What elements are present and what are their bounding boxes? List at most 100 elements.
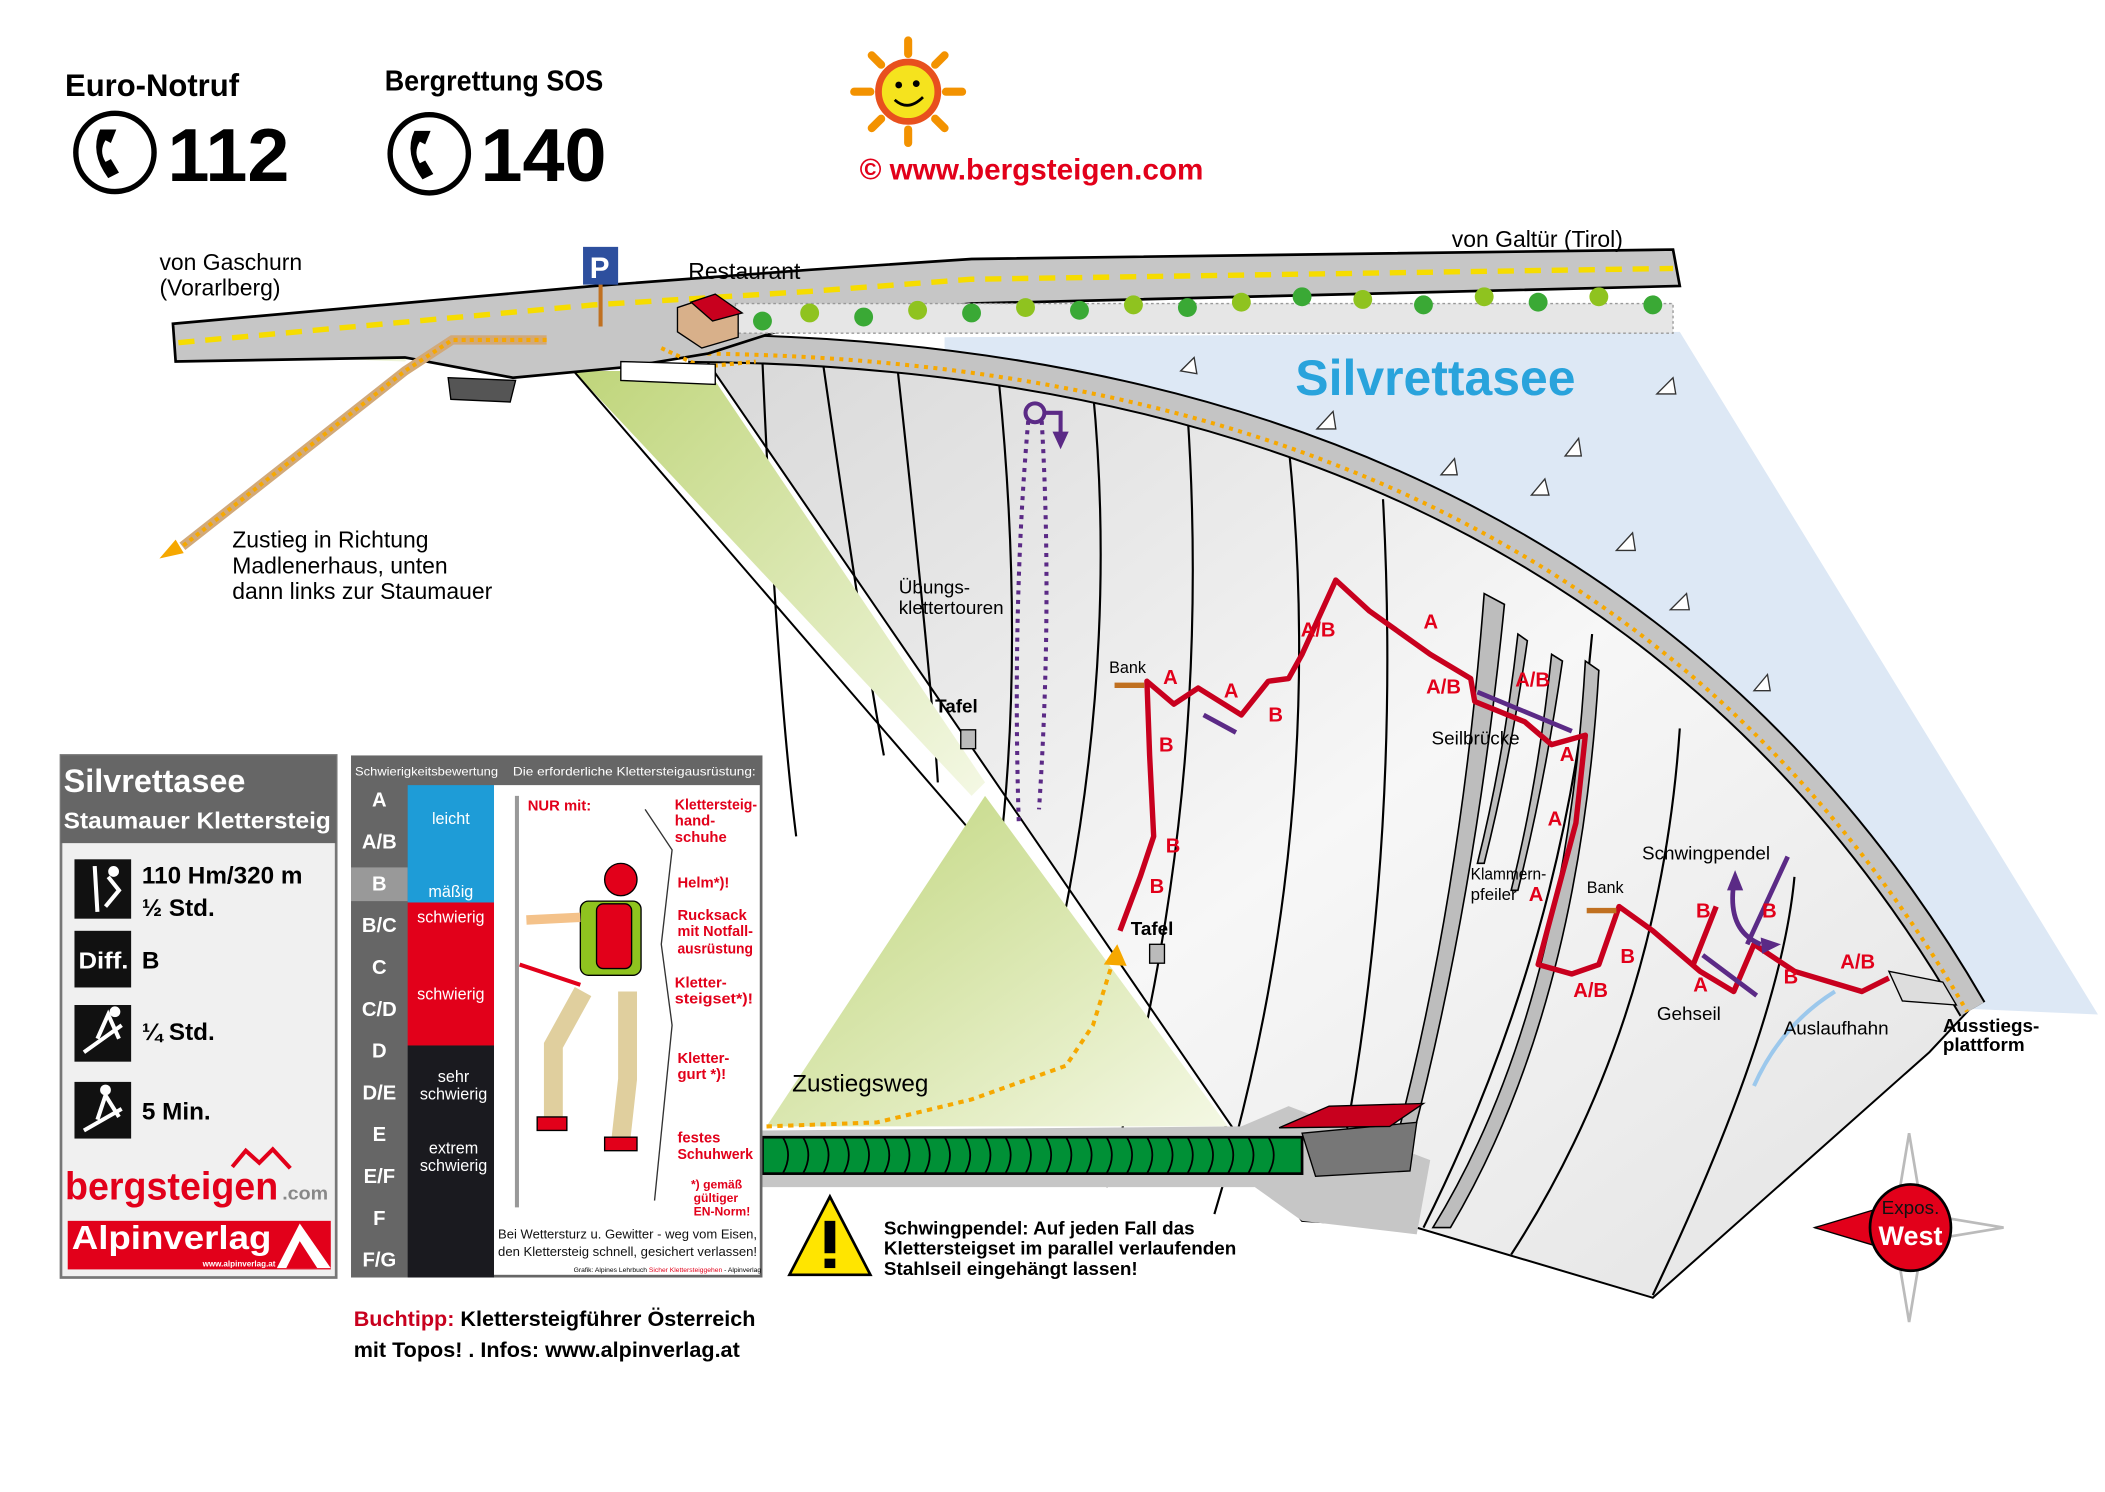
- gear-label: EN-Norm!: [694, 1204, 751, 1218]
- map-labels: von Gaschurn (Vorarlberg) von Galtür (Ti…: [159, 226, 1622, 1097]
- gear-label: Kletter-: [677, 1051, 729, 1067]
- difficulty-icon: [74, 930, 132, 988]
- arrow-icon: [159, 539, 184, 559]
- gear-label: schuhe: [675, 830, 727, 846]
- kiosk-building: [447, 377, 517, 403]
- water-outlet: [1752, 989, 1836, 1087]
- approach-note: Madlenerhaus, unten: [232, 552, 447, 578]
- svg-text:P: P: [590, 252, 610, 285]
- height-length: 110 Hm/320 m: [142, 863, 303, 890]
- panel-title: Silvrettasee: [64, 763, 246, 799]
- bank-label: Bank: [1109, 659, 1147, 677]
- tafel-label: Tafel: [1131, 919, 1174, 940]
- rescue-emergency: Bergrettung SOS 140: [385, 65, 607, 197]
- grade-label: A: [1163, 667, 1178, 689]
- grade: C/D: [362, 999, 397, 1021]
- clamp-pillars: [1372, 592, 1600, 1229]
- grade: E/F: [364, 1166, 395, 1188]
- anchor-icon: [1023, 401, 1047, 425]
- grade-label: B: [1620, 946, 1635, 968]
- parking-sign: P: [583, 246, 619, 327]
- grading-panel: Schwierigkeitsbewertung Die erforderlich…: [351, 755, 763, 1278]
- gear-label: Klettersteig-: [675, 797, 757, 813]
- grade-label: A: [1548, 809, 1563, 831]
- grade-label: A: [1529, 884, 1544, 906]
- credit-line: Grafik: Alpines Lehrbuch Sicher Kletters…: [574, 1267, 762, 1274]
- gear-label: gurt *)!: [677, 1067, 726, 1083]
- sun-logo-icon: [850, 36, 967, 148]
- info-panel: Silvrettasee Staumauer Klettersteig 110 …: [59, 754, 338, 1279]
- gear-label: Kletter-: [675, 975, 727, 991]
- level-labels: leicht mäßig schwierig schwierig sehr sc…: [417, 810, 487, 1175]
- route-grades: A A B B A/B A A/B A/B A A B B A B A/B B …: [1150, 612, 1876, 1002]
- from-west-region: (Vorarlberg): [159, 274, 280, 300]
- restaurant-building: [676, 293, 744, 349]
- gear-label: gültiger: [694, 1191, 739, 1205]
- slope-upper: [573, 370, 986, 796]
- grade: F/G: [362, 1250, 396, 1272]
- level: schwierig: [420, 1157, 487, 1175]
- grade: D/E: [362, 1082, 396, 1104]
- phone-icon: [73, 110, 157, 195]
- exit-platform: [1887, 970, 1958, 1006]
- from-east-label: von Galtür (Tirol): [1452, 226, 1623, 252]
- from-west-label: von Gaschurn: [159, 249, 302, 275]
- storm-note: den Klettersteig schnell, gesichert verl…: [498, 1244, 757, 1259]
- book-tip-info[interactable]: mit Topos! . Infos: www.alpinverlag.at: [354, 1337, 740, 1362]
- grade-label: A: [1560, 744, 1575, 766]
- grade-label: A: [1224, 680, 1239, 702]
- logo-suffix: .com: [282, 1183, 328, 1204]
- euro-emergency: Euro-Notruf 112: [65, 68, 289, 198]
- level: leicht: [432, 810, 470, 828]
- bank-label: Bank: [1587, 879, 1625, 897]
- gear-header: Die erforderliche Klettersteigausrüstung…: [513, 765, 756, 779]
- warning-text: Stahlseil eingehängt lassen!: [884, 1259, 1138, 1280]
- grade-label: A/B: [1840, 952, 1875, 974]
- tunnel-building: [1278, 1102, 1426, 1178]
- grade-label: A/B: [1573, 980, 1608, 1002]
- trees: [734, 287, 1674, 334]
- warning-text: Klettersteigset im parallel verlaufenden: [884, 1239, 1236, 1260]
- publisher-url: www.alpinverlag.at: [202, 1260, 276, 1269]
- grade: D: [372, 1041, 387, 1063]
- gear-label: Rucksack: [677, 908, 747, 924]
- bench-icon: [1586, 907, 1617, 914]
- gear-label: mit Notfall-: [677, 924, 753, 940]
- clamp-pillar-label: pfeiler: [1471, 886, 1518, 904]
- descent-time: ¼ Std.: [142, 1019, 215, 1046]
- grade-label: A: [1423, 612, 1438, 634]
- grade-label: B: [1150, 876, 1165, 898]
- slope-lower: [766, 795, 1228, 1127]
- grade-label: A: [1693, 975, 1708, 997]
- sailboat-icons: [1179, 356, 1771, 692]
- gear-label: steigset*)!: [675, 992, 753, 1008]
- panel-subtitle: Staumauer Klettersteig: [64, 807, 331, 833]
- grade-label: B: [1166, 836, 1181, 858]
- lake-area: [944, 331, 2098, 1015]
- tunnel: [761, 1135, 1304, 1175]
- lake-label: Silvrettasee: [1295, 350, 1575, 406]
- rescue-label: Bergrettung SOS: [385, 65, 604, 97]
- bergsteigen-logo[interactable]: bergsteigen .com: [65, 1146, 328, 1208]
- exposure-label: Expos.: [1882, 1198, 1940, 1219]
- gear-labels: NUR mit: Klettersteig- hand- schuhe Helm…: [528, 797, 757, 1218]
- approach-path-label: Zustiegsweg: [792, 1070, 928, 1097]
- highlighted-grade: [351, 867, 408, 902]
- alpinverlag-logo[interactable]: Alpinverlag www.alpinverlag.at: [67, 1219, 331, 1270]
- grade-label: A/B: [1426, 676, 1461, 698]
- gear-label: festes: [677, 1131, 720, 1147]
- grade: B/C: [362, 915, 397, 937]
- grade: B: [372, 873, 387, 895]
- grade-scale: A A/B B B/C C C/D D D/E E E/F F F/G: [362, 790, 397, 1272]
- copyright-url[interactable]: © www.bergsteigen.com: [860, 153, 1204, 186]
- euro-label: Euro-Notruf: [65, 68, 240, 103]
- gear-label: *) gemäß: [691, 1177, 743, 1191]
- sign-icon: [1148, 943, 1166, 964]
- compass-icon: Expos. West: [1812, 1132, 2004, 1323]
- exit-label: Ausstiegs-: [1943, 1016, 2040, 1037]
- practice-label: Übungs-: [899, 578, 970, 599]
- level: schwierig: [420, 1085, 487, 1103]
- phone-icon: [387, 111, 472, 196]
- grade-label: B: [1762, 900, 1777, 922]
